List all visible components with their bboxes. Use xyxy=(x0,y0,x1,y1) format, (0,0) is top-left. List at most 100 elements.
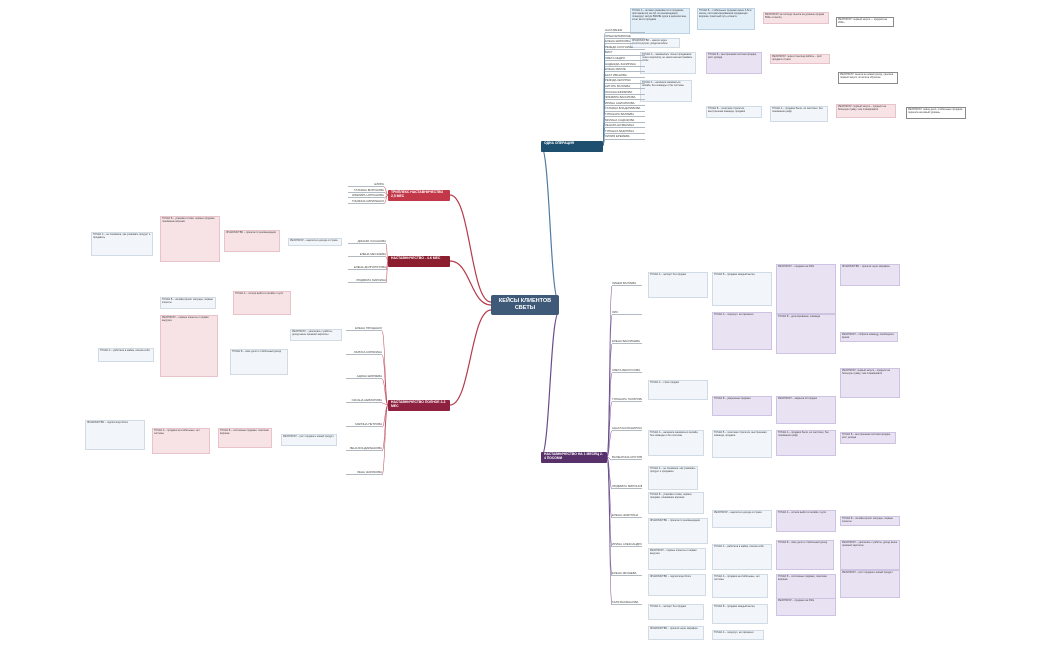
leaf-top-leaves[interactable]: МИЛАНА САДЫКОВА xyxy=(605,119,645,123)
connector-line xyxy=(381,402,389,406)
leaf-full-leaves[interactable]: АДИНА ШИРЯЕВА xyxy=(346,375,382,380)
connector-line xyxy=(540,145,560,303)
leaf-top-leaves[interactable]: ЕЛЕНА ШИПКОВА xyxy=(605,40,645,45)
branch-one-operation[interactable]: ОДНА ОПЕРАЦИЯ xyxy=(541,141,603,152)
connector-line xyxy=(381,354,389,406)
leaf-top-leaves[interactable]: ТАТЬЯНА ВЛАДИЛАВОВА xyxy=(605,107,645,112)
note-card: ТОЧКА Б – выстроенная система продаж, ро… xyxy=(706,52,762,74)
leaf-one-leaves[interactable]: ЕЛЕНА ЯКУШЕВА xyxy=(612,572,642,577)
note-card: РЕЗУЛЬТАТ – выросла в доходе в 2 раза xyxy=(712,510,772,528)
connector-line xyxy=(449,194,492,303)
leaf-top-leaves[interactable]: ГУЛЬНАРА ВАЛИЕВА xyxy=(605,113,645,118)
leaf-top-leaves[interactable]: ЕЛЕНА МИЛЛЕ xyxy=(605,68,645,73)
note-card: РЕЗУЛЬТАТ – закрыла 10 продаж xyxy=(776,396,836,424)
leaf-one-leaves[interactable]: ИРИНА АЛЕКСАНДРОВА xyxy=(612,543,642,548)
branch-triplex-mentoring[interactable]: ТРИПЛЕКС НАСТАВНИЧЕСТВО 2,5 МЕС xyxy=(388,190,450,201)
leaf-top-leaves[interactable]: РЕЗЕДА КОЛУНИНА xyxy=(605,46,645,51)
leaf-triple-leaves[interactable]: ЭЛЬМИРА НУРЛАНОВА xyxy=(348,194,384,199)
leaf-one-leaves[interactable]: ЛИНЕЯ ВАЛУЕВА xyxy=(612,282,642,287)
leaf-one-leaves[interactable]: ЛЮДМИЛА МИРОНОВА xyxy=(612,485,642,490)
leaf-triple-leaves[interactable]: ЕЛИРА xyxy=(348,183,384,188)
note-card: РЕЗУЛЬТАТ – рост продаж и новый продукт xyxy=(281,434,337,446)
leaf-top-leaves[interactable]: ЕКАТ ИВАНОВА xyxy=(605,74,645,79)
note-card: РЕЗУЛЬТАТ: новое дело, стабильные продаж… xyxy=(906,107,966,119)
note-card: РЕЗУЛЬТАТ: первый запуск — продала на 20… xyxy=(836,17,894,27)
note-card: ТОЧКА Б – делегирование, команда xyxy=(776,314,836,354)
note-card: ЗНАКОМСТВО – пришла по рекомендации xyxy=(224,230,280,252)
leaf-top-leaves[interactable]: ЭЛЬМИРА ВАСИЛОВА xyxy=(605,96,645,101)
note-card: ТОЧКА Б – онлайн-проект запущен, первые … xyxy=(160,297,216,309)
leaf-one-leaves[interactable]: ЕЛЕНА ВАСИЛЬЕВА xyxy=(612,340,642,345)
leaf-full-leaves[interactable]: ЛЕНА БОНДАРЕНКОВА xyxy=(346,447,382,452)
leaf-top-leaves[interactable]: ЛЕНАРА ШУМЕЛИНА xyxy=(605,124,645,129)
leaf-full-leaves[interactable]: МАРИНА ПЕТРОВА xyxy=(346,423,382,428)
note-card: ЗНАКОМСТВО – нашла через рекомендации, у… xyxy=(630,38,680,48)
branch-mentoring-4-6[interactable]: НАСТАВНИЧЕСТВО - 4-6 МЕС xyxy=(388,256,450,267)
note-card: ТОЧКА Б – понятная стратегия, выстроенна… xyxy=(712,430,772,458)
note-card: ТОЧКА А – эксперт без продаж xyxy=(648,272,708,298)
note-card: ТОЧКА А – перегруз, нет времени xyxy=(712,312,772,350)
note-card: ЗНАКОМСТВО – пришла по рекомендации xyxy=(648,518,708,544)
note-card: ЗНАКОМСТВО – подписчица блога xyxy=(85,420,145,450)
leaf-one-leaves[interactable]: СВЕТА БЕЛОУСОВА xyxy=(612,369,642,374)
leaf-full-leaves[interactable]: ЕЛЕНА ПРОЦЕНКО xyxy=(346,327,382,332)
leaf-full-leaves[interactable]: ОКСАНА НЕВЗОРОВА xyxy=(346,399,382,404)
note-card: ТОЧКА А – хотела выйти в онлайн с нуля xyxy=(776,510,836,532)
note-card: ТОЧКА А – страх продаж xyxy=(648,380,708,400)
central-topic[interactable]: КЕЙСЫ КЛИЕНТОВ СВЕТЫ xyxy=(491,295,559,315)
leaf-top-leaves[interactable]: НАСТАВНИК xyxy=(605,29,645,34)
leaf-top-leaves[interactable]: ЛИЛИЯ ЕРЕМЕВА xyxy=(605,135,645,140)
leaf-top-leaves[interactable]: АЙГУЛЬ ВАЛУЕВА xyxy=(605,85,645,90)
note-card: РЕЗУЛЬТАТ – первые клиенты и первая выру… xyxy=(648,548,706,570)
note-card: ТОЧКА Б – выстроенная система продаж, ро… xyxy=(840,432,896,444)
leaf-top-leaves[interactable]: ГУЛЬНАЗ АБДУЛИНА xyxy=(605,130,645,135)
leaf-one-leaves[interactable]: ГУЛЬНАРА ТАЛИПОВА xyxy=(612,398,642,403)
leaf-top-leaves[interactable]: ИРИНА АНИСИМОВА xyxy=(605,102,645,107)
leaf-b46-leaves[interactable]: ДИНАРА ХАСАНОВА xyxy=(348,240,386,245)
connector-line xyxy=(385,260,389,284)
leaf-top-leaves[interactable]: РЕЗИДА КЕЛУРЬЯ xyxy=(605,79,645,84)
note-card: ТОЧКА Б – понятная стратегия, выстроенна… xyxy=(706,106,762,118)
note-card: ТОЧКА Б – онлайн-проект запущен, первые … xyxy=(840,516,900,526)
note-card: РЕЗУЛЬТАТ – продажи на 300к xyxy=(776,598,836,616)
note-card: РЕЗУЛЬТАТ за полгода: вышла на уровень п… xyxy=(763,12,829,24)
leaf-b46-leaves[interactable]: ЕЛЕНА ДОЛГОПЯТОВА xyxy=(348,266,386,271)
leaf-one-leaves[interactable]: АНАСТАСИЯ ШИРОКОВА xyxy=(612,427,642,432)
note-card: ТОЧКА Б – системные продажи, понятная во… xyxy=(218,428,272,448)
leaf-top-leaves[interactable]: ВИКТ xyxy=(605,51,645,56)
leaf-full-leaves[interactable]: ЛАРИСА КОРЯКИНА xyxy=(346,351,382,356)
note-card: РЕЗУЛЬТАТ: первый запуск – продали на бо… xyxy=(840,368,900,398)
branch-full-mentoring[interactable]: НАСТАВНИЧЕСТВО ПОЛНОЕ 2-3 МЕС xyxy=(388,400,450,411)
connector-line xyxy=(606,456,613,606)
note-card: ТОЧКА Б – упаковка готова, первые продаж… xyxy=(160,216,220,262)
leaf-triple-leaves[interactable]: ТАТЬЯНА ВОРОНОВА xyxy=(348,189,384,193)
leaf-one-leaves[interactable]: ВАЛЕНТИНА КРОТОВА xyxy=(612,456,642,461)
connector-line xyxy=(381,404,389,476)
leaf-top-leaves[interactable]: ОРЕНСЕЛЬВОЛНЕ xyxy=(605,35,645,39)
note-card: ТОЧКА Б – стабильные продажи выше 3-5к в… xyxy=(697,8,755,30)
note-card: ТОЧКА А – активно развивается в продажах… xyxy=(630,8,690,34)
leaf-top-leaves[interactable]: СВЕТА КЕДРО xyxy=(605,57,645,62)
leaf-full-leaves[interactable]: ЛЕНА ЖАРИКОВА xyxy=(346,471,382,476)
note-card: ТОЧКА А – хотела выйти в онлайн с нуля xyxy=(233,291,291,315)
note-card: ЗНАКОМСТВО – пришла через марафон xyxy=(840,264,900,286)
leaf-triple-leaves[interactable]: ТИНЗИНА КИРИЛЕНКО xyxy=(348,200,384,204)
leaf-one-leaves[interactable]: ГАЛЯ БАСМАНОВА xyxy=(612,601,642,606)
leaf-one-leaves[interactable]: ЕЛЕНА НИКИТИНА xyxy=(612,514,642,519)
note-card: ТОЧКА А – работала в найме, искала себя xyxy=(98,348,154,362)
leaf-top-leaves[interactable]: ОКСАНА ЕФИМОВА xyxy=(605,91,645,95)
leaf-b46-leaves[interactable]: ЛЮДМИЛА МАРКИНА xyxy=(348,279,386,284)
note-card: ЗНАКОМСТВО – пришла через марафон xyxy=(648,626,704,640)
branch-mentoring-one-month[interactable]: НАСТАВНИЧЕСТВО НА 1 МЕСЯЦ 2-4 ПОСОМИ xyxy=(541,452,607,463)
note-card: ТОЧКА А – продажи нестабильные, нет сист… xyxy=(152,428,210,454)
note-card: ТОЧКА А – продажи были, но хаотично, без… xyxy=(770,106,828,122)
leaf-b46-leaves[interactable]: ЕЛЕНА МЕСКАЕВА xyxy=(348,253,386,258)
note-card: ТОЧКА Б – продажи каждый месяц xyxy=(712,604,768,624)
leaf-top-leaves[interactable]: НАДЕЖДА ЗАКИРИНА xyxy=(605,63,645,67)
note-card: ТОЧКА А – начинала заниматься онлайн, бе… xyxy=(648,430,704,456)
note-card: РЕЗУЛЬТАТ – первые клиенты и первая выру… xyxy=(160,315,218,377)
note-card: ТОЧКА А – не понимала, как упаковать про… xyxy=(91,232,153,256)
leaf-one-leaves[interactable]: ЛИЗ xyxy=(612,311,642,316)
note-card: ЗНАКОМСТВО – подписчица блога xyxy=(648,574,706,596)
